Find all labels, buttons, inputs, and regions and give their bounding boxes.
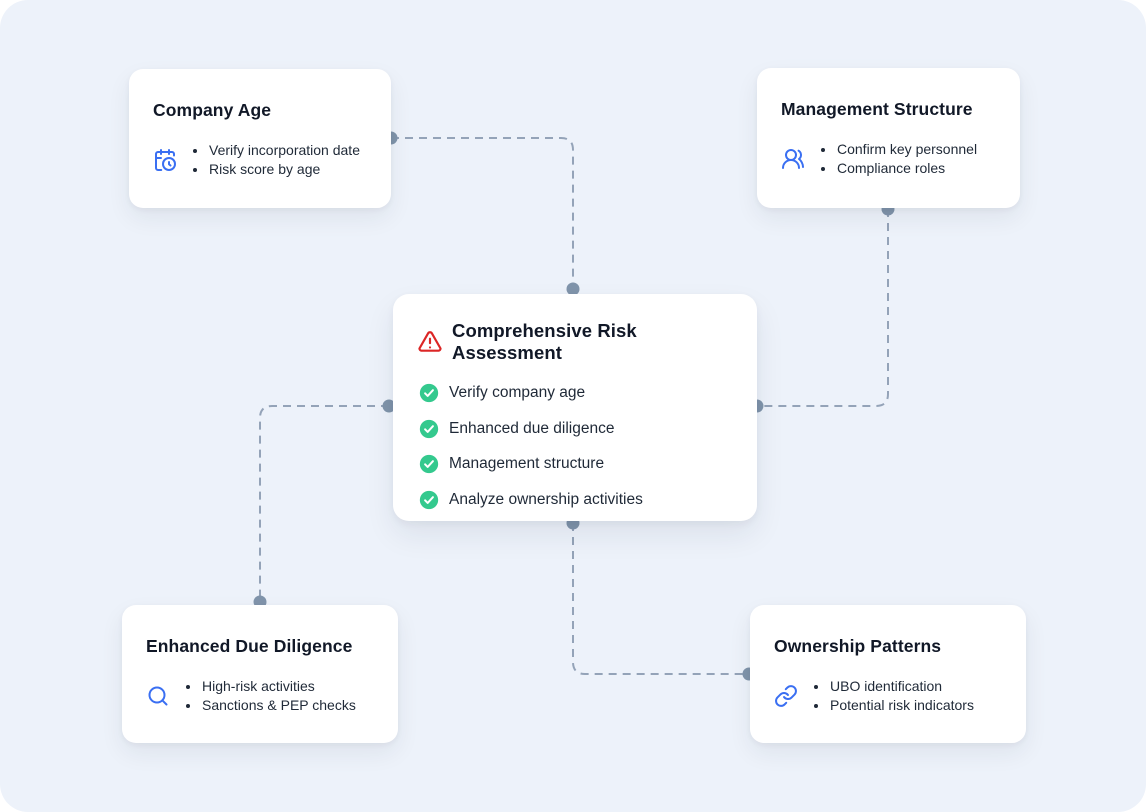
calendar-clock-icon (153, 148, 177, 172)
check-circle-icon (419, 419, 439, 439)
checklist-item: Management structure (419, 454, 733, 474)
node-bullet-list: High-risk activities Sanctions & PEP che… (183, 677, 356, 714)
checklist-item: Enhanced due diligence (419, 419, 733, 439)
checklist-item-label: Analyze ownership activities (449, 490, 643, 508)
bullet-item: Sanctions & PEP checks (201, 696, 356, 715)
checklist-item-label: Verify company age (449, 384, 586, 401)
node-title: Comprehensive Risk Assessment (452, 320, 637, 363)
bullet-item: Confirm key personnel (836, 140, 977, 159)
check-circle-icon (419, 490, 439, 510)
node-ownership-patterns: Ownership Patterns UBO identification Po… (750, 605, 1026, 743)
node-title: Enhanced Due Diligence (146, 636, 353, 656)
checklist-item-label: Management structure (449, 455, 605, 472)
node-risk-assessment: Comprehensive Risk Assessment Verify com… (393, 294, 757, 521)
node-title: Ownership Patterns (774, 636, 942, 656)
connector-company-age-to-central (391, 137, 574, 289)
checklist-item: Analyze ownership activities (419, 490, 733, 510)
bullet-item: Risk score by age (208, 160, 360, 179)
node-title: Company Age (153, 100, 272, 120)
alert-triangle-icon (417, 329, 443, 355)
node-enhanced-due-diligence: Enhanced Due Diligence High-risk activit… (122, 605, 398, 743)
checklist-item: Verify company age (419, 383, 733, 403)
node-bullet-list: Verify incorporation date Risk score by … (190, 141, 360, 178)
check-circle-icon (419, 454, 439, 474)
node-bullet-list: UBO identification Potential risk indica… (811, 677, 974, 714)
check-circle-icon (419, 383, 439, 403)
bullet-item: Potential risk indicators (829, 696, 974, 715)
node-bullet-list: Confirm key personnel Compliance roles (818, 140, 977, 177)
bullet-item: Compliance roles (836, 159, 977, 178)
bullet-item: UBO identification (829, 677, 974, 696)
checklist: Verify company age Enhanced due diligenc… (417, 383, 733, 510)
bullet-item: High-risk activities (201, 677, 356, 696)
node-title: Management Structure (781, 99, 973, 119)
checklist-item-label: Enhanced due diligence (449, 419, 615, 437)
link-icon (774, 684, 798, 708)
node-company-age: Company Age Verify incorporation date Ri… (129, 69, 391, 208)
connector-management-to-central (757, 209, 889, 407)
node-management-structure: Management Structure Confirm key personn… (757, 68, 1020, 208)
bullet-item: Verify incorporation date (208, 141, 360, 160)
connector-central-to-edd (259, 405, 389, 602)
search-icon (146, 684, 170, 708)
users-icon (781, 147, 805, 171)
connector-central-to-ownership (572, 523, 749, 675)
